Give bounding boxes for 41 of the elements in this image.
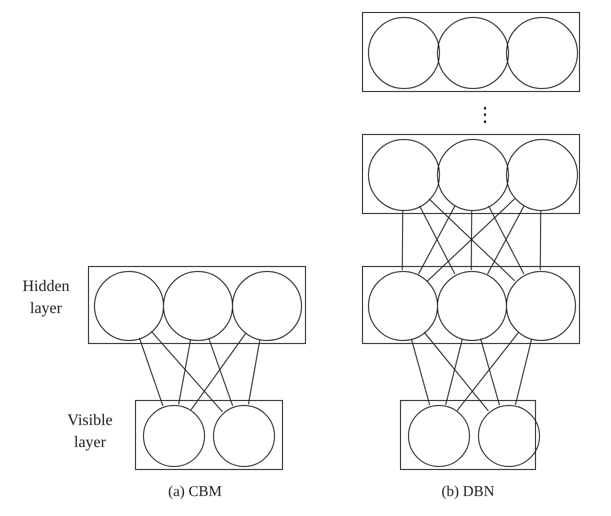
neuron-circle	[506, 17, 578, 89]
connection-line	[480, 338, 500, 406]
connection-line	[445, 338, 463, 406]
neuron-circle	[213, 405, 275, 467]
connection-line	[208, 338, 234, 406]
neuron-circle	[437, 17, 509, 89]
neuron-circle	[368, 139, 440, 211]
connection-line	[470, 210, 472, 270]
neuron-circle	[506, 271, 576, 341]
connection-line	[514, 338, 532, 406]
neuron-circle	[437, 139, 509, 211]
connection-line	[456, 332, 519, 412]
neuron-circle	[506, 139, 578, 211]
layer-box	[88, 266, 306, 344]
neuron-circle	[163, 271, 233, 341]
connection-line	[410, 338, 430, 406]
neuron-circle	[368, 271, 438, 341]
connection-line	[540, 210, 542, 270]
layer-box	[362, 134, 580, 214]
ellipsis-mark: ⋮	[475, 103, 495, 127]
neuron-circle	[232, 271, 302, 341]
connection-line	[402, 210, 404, 270]
layer-box	[362, 12, 580, 92]
neuron-circle	[143, 405, 205, 467]
connection-line	[190, 332, 246, 410]
panel-caption: (a) CBM	[168, 484, 222, 501]
connection-line	[178, 338, 192, 406]
connection-line	[138, 338, 164, 406]
panel-caption: (b) DBN	[442, 484, 494, 501]
connection-line	[150, 330, 223, 412]
neuron-circle	[478, 405, 540, 467]
layer-label: Hidden layer	[21, 277, 71, 319]
neuron-circle	[94, 271, 164, 341]
layer-box	[362, 266, 580, 344]
neuron-circle	[368, 17, 440, 89]
connection-line	[424, 332, 489, 412]
layer-box	[135, 400, 283, 470]
connection-line	[248, 338, 260, 405]
layer-label: Visible layer	[66, 411, 114, 453]
neuron-circle	[408, 405, 470, 467]
neuron-circle	[437, 271, 507, 341]
